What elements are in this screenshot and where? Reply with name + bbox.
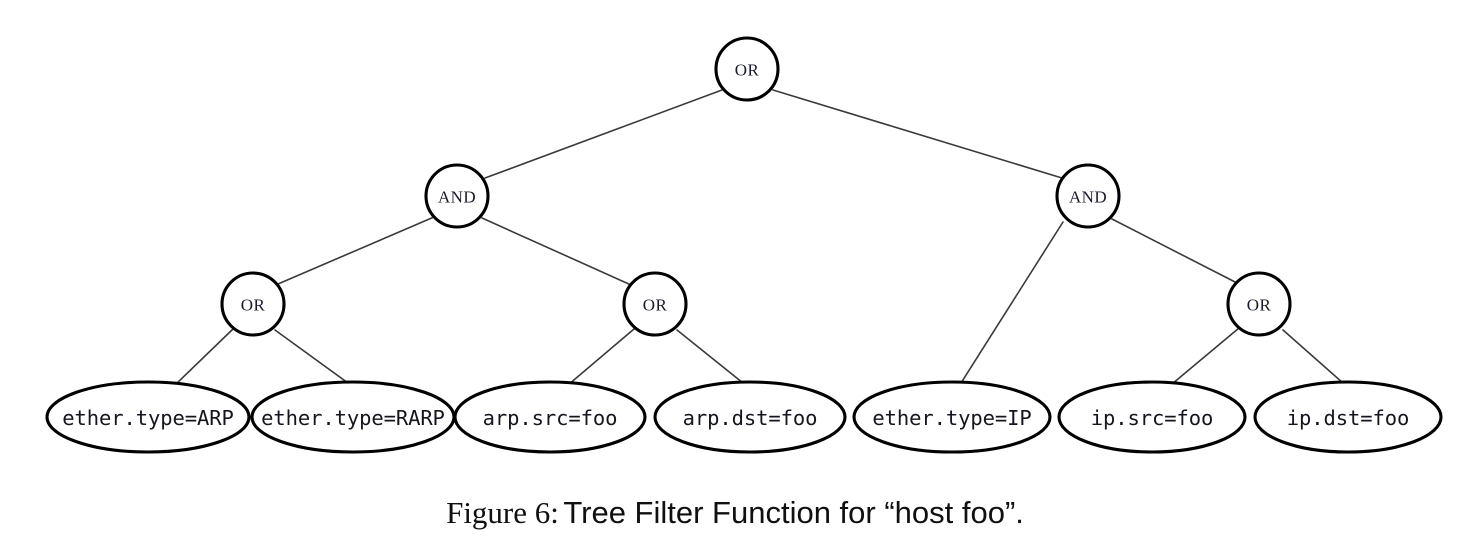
figure-number: Figure 6: [446,495,559,530]
tree-node-operator[interactable]: AND [424,163,490,229]
tree-edge [481,217,632,286]
node-ellipse-shape [1253,380,1443,454]
node-circle-shape [1055,163,1121,229]
predicate-label: ether.type=ARP [62,406,233,430]
tree-node-operator[interactable]: OR [220,271,286,337]
predicate-label: ip.src=foo [1091,406,1213,430]
tree-node-leaf[interactable]: arp.dst=foo [653,380,847,454]
tree-node-leaf[interactable]: arp.src=foo [453,380,647,454]
tree-node-operator[interactable]: OR [622,271,688,337]
tree-edge [484,89,723,179]
operator-label: OR [643,296,668,315]
predicate-label: ether.type=IP [872,406,1031,430]
tree-edge [567,328,635,386]
tree-edge [174,328,234,386]
predicate-label: arp.src=foo [483,406,618,430]
tree-node-operator[interactable]: AND [1055,163,1121,229]
node-ellipse-shape [653,380,847,454]
predicate-label: ether.type=RARP [261,406,445,430]
node-circle-shape [220,271,286,337]
operator-label: AND [1069,188,1107,207]
tree-edge [960,221,1064,384]
operator-label: OR [1247,296,1272,315]
tree-node-root[interactable]: OR [714,36,780,102]
operator-label: OR [241,296,266,315]
tree-edge [1282,329,1344,384]
tree-edge [1171,327,1240,385]
predicate-label: arp.dst=foo [683,406,818,430]
tree-node-leaf[interactable]: ip.dst=foo [1253,380,1443,454]
tree-edge [772,89,1063,179]
tree-edge [1111,218,1238,284]
tree-diagram: OR AND AND OR OR OR ether.type=ARP ether.type=R… [45,36,1443,454]
figure-caption: Figure 6: Tree Filter Function for “host… [0,495,1470,531]
tree-node-leaf[interactable]: ip.src=foo [1057,380,1247,454]
tree-edge [274,329,349,384]
node-circle-shape [424,163,490,229]
figure-caption-text: Tree Filter Function for “host foo”. [563,495,1024,530]
tree-node-leaf[interactable]: ether.type=IP [852,380,1052,454]
node-ellipse-shape [1057,380,1247,454]
node-circle-shape [1226,271,1292,337]
operator-label: OR [735,61,760,80]
node-ellipse-shape [852,380,1052,454]
node-circle-shape [714,36,780,102]
node-circle-shape [622,271,688,337]
node-ellipse-shape [45,380,251,454]
node-ellipse-shape [453,380,647,454]
tree-node-leaf[interactable]: ether.type=RARP [250,380,456,454]
tree-node-operator[interactable]: OR [1226,271,1292,337]
tree-edge [277,216,435,285]
nodes-group: OR AND AND OR OR OR ether.type=ARP ether.type=R… [45,36,1443,454]
tree-node-leaf[interactable]: ether.type=ARP [45,380,251,454]
tree-edge [676,329,744,384]
edges-group [174,89,1344,386]
operator-label: AND [438,188,476,207]
predicate-label: ip.dst=foo [1287,406,1409,430]
